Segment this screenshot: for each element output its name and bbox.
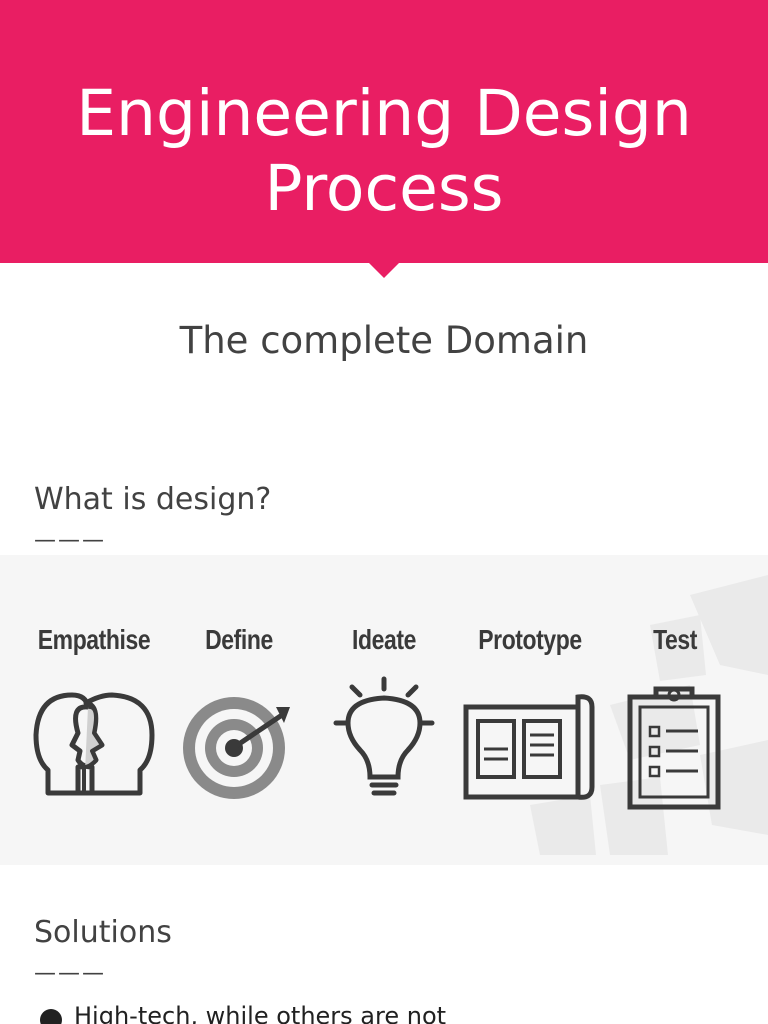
target-icon <box>183 697 290 799</box>
blueprint-icon <box>463 694 595 800</box>
bullet-dot-icon <box>40 1009 62 1024</box>
title-line-2: Process <box>264 152 504 225</box>
section-heading-design: What is design? <box>34 482 272 517</box>
section-rule-solutions: ——— <box>34 961 106 986</box>
clipboard-icon <box>627 686 721 810</box>
banner-notch <box>368 262 400 278</box>
solutions-list: High-tech, while others are not <box>40 1000 740 1024</box>
page-title: Engineering Design Process <box>0 76 768 226</box>
step-label-ideate: Ideate <box>352 624 416 655</box>
title-line-1: Engineering Design <box>76 77 692 150</box>
page-subtitle: The complete Domain <box>179 319 589 362</box>
design-process-graphic: Empathise Define Ideate Prototype Test <box>0 555 768 865</box>
light-bulb-icon <box>333 676 435 796</box>
section-rule-design: ——— <box>34 528 106 553</box>
list-item: High-tech, while others are not <box>40 1000 740 1024</box>
step-label-prototype: Prototype <box>478 624 582 655</box>
step-label-empathise: Empathise <box>37 624 151 655</box>
two-heads-icon <box>33 692 155 796</box>
step-label-define: Define <box>205 624 273 655</box>
section-heading-solutions: Solutions <box>34 915 172 950</box>
title-banner <box>0 0 768 263</box>
background-pattern <box>530 575 768 855</box>
graphic-canvas <box>33 575 768 855</box>
step-label-test: Test <box>653 624 697 655</box>
list-item-text: High-tech, while others are not <box>74 1002 447 1024</box>
